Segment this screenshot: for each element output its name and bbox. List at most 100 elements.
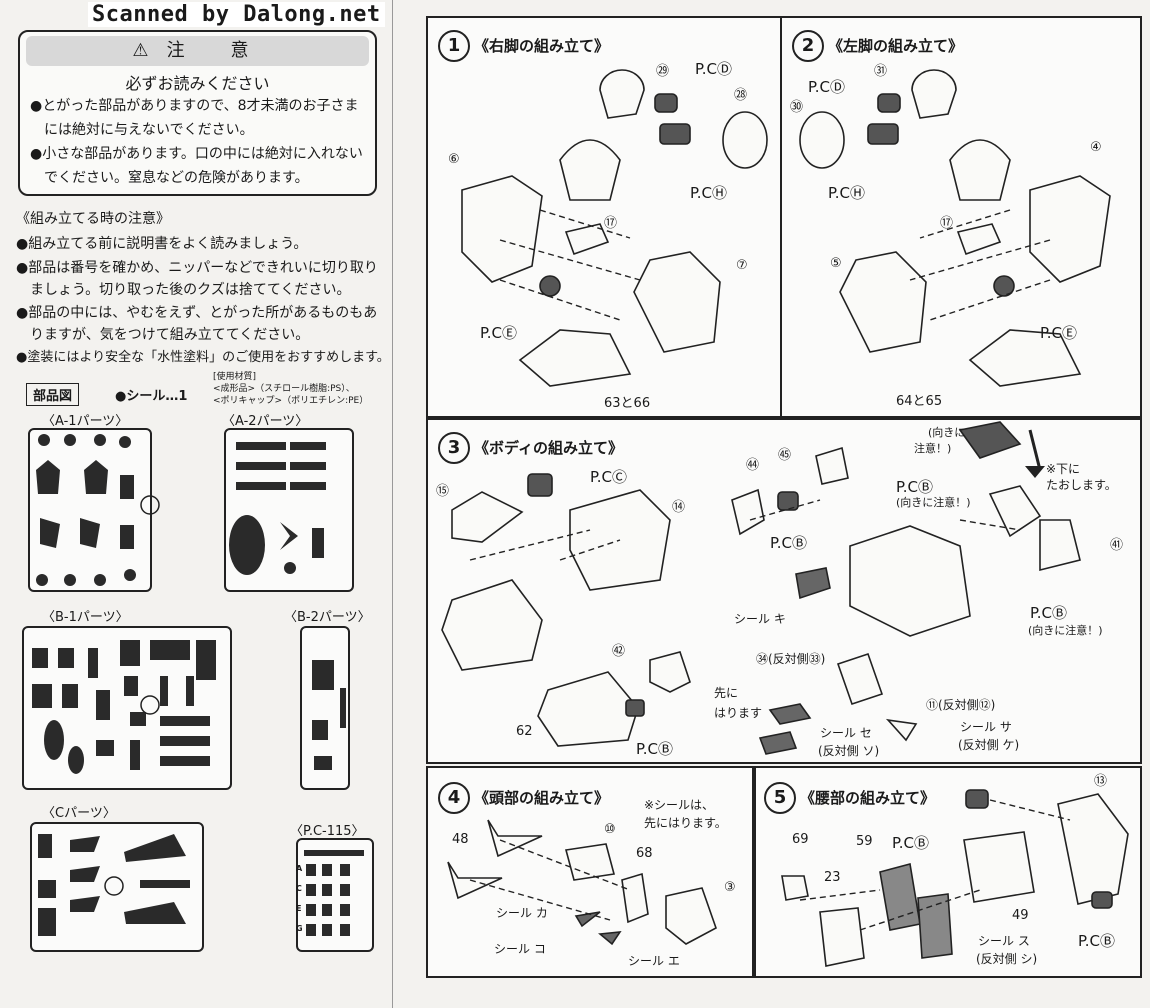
pc-d-label: P.CⒹ [695,60,732,78]
parts-diagram-label: 部品図 [26,383,80,406]
pc-letter: G [296,924,303,933]
step-title-text: 《腰部の組み立て》 [800,789,936,807]
page-fold [392,0,393,1008]
part-number: 69 [792,832,809,847]
seal-label: シール コ [494,942,546,956]
runner-a1-label: 〈A-1パーツ〉 [42,414,129,429]
part-number: ⑪(反対側⑫) [926,698,996,712]
notes-heading: 《組み立てる時の注意》 [16,211,170,227]
fold-note: ※下に [1046,462,1081,476]
part-number: ⑰ [604,216,618,231]
notes-line: ましょう。切り取った後のクズは捨ててください。 [16,282,351,298]
part-number: ⑮ [436,484,450,499]
part-number: ㊶ [1110,538,1124,553]
direction-note: (向きに注意！) [1028,624,1103,637]
step-number: 5 [764,782,796,814]
part-number: ㊹ [746,458,760,473]
part-number: ⑰ [940,216,954,231]
runner-a2-label: 〈A-2パーツ〉 [222,414,309,429]
step-title-text: 《左脚の組み立て》 [828,37,964,55]
seal-label: (反対側 ソ) [818,744,880,758]
part-number: ③ [724,880,736,895]
part-number: 23 [824,870,841,885]
part-number: ㊺ [778,448,792,463]
direction-note: 注意！) [914,442,952,455]
pc-h-label: P.CⒽ [828,184,865,202]
part-number: 62 [516,724,533,739]
part-number: ㊷ [612,644,626,659]
pc-b-label: P.CⒷ [896,478,933,496]
part-number: ㉚ [790,100,804,115]
seal-note: はります [714,706,763,720]
warning-subtitle: 必ずお読みください [125,74,270,93]
notes-line: ●塗装にはより安全な「水性塗料」のご使用をおすすめします。 [16,350,390,365]
pc-e-label: P.CⒺ [1040,324,1077,342]
runner-b2-label: 〈B-2パーツ〉 [284,610,371,625]
part-number: 59 [856,834,873,849]
pc-letter: C [296,884,302,893]
part-number: ㉛ [874,64,888,79]
part-number: 64と65 [896,394,943,409]
notes-line: ●部品は番号を確かめ、ニッパーなどできれいに切り取り [16,260,378,276]
seal-label: シール サ [960,720,1012,734]
pc-b-label: P.CⒷ [1030,604,1067,622]
step-1-title: 1《右脚の組み立て》 [438,30,609,62]
warning-header: ⚠ 注 意 [26,36,369,66]
seal-label: (反対側 シ) [976,952,1038,966]
pc-e-label: P.CⒺ [480,324,517,342]
step-number: 1 [438,30,470,62]
fold-note: たおします。 [1046,478,1117,492]
seal-label: (反対側 ケ) [958,738,1020,752]
warning-title: 注 意 [166,40,263,61]
seal-label: シール カ [496,906,548,920]
part-number: ㉙ [656,64,670,79]
direction-note: (向きに注意！) [896,496,971,509]
step-number: 3 [438,432,470,464]
runner-b1-label: 〈B-1パーツ〉 [42,610,129,625]
step-number: 2 [792,30,824,62]
notes-line: ●組み立てる前に説明書をよく読みましょう。 [16,236,308,252]
pc-b-label: P.CⒷ [892,834,929,852]
step-4-title: 4《頭部の組み立て》 [438,782,609,814]
seal-label: シール セ [820,726,872,740]
step-title-text: 《ボディの組み立て》 [474,439,623,457]
warning-triangle-icon: ⚠ [132,40,149,61]
warning-line: ●とがった部品がありますので、8才未満のお子さま [30,98,359,114]
runner-a1 [28,428,152,592]
pc-letter: E [296,904,302,913]
part-number: 68 [636,846,653,861]
part-number: 49 [1012,908,1029,923]
direction-note: (向きに [928,426,966,439]
pc-c-label: P.CⒸ [590,468,627,486]
part-number: ⑬ [1094,774,1108,789]
step-3-title: 3《ボディの組み立て》 [438,432,623,464]
pc-h-label: P.CⒽ [690,184,727,202]
seal-label: シール キ [734,612,786,626]
part-number: ㉘ [734,88,748,103]
part-number: ⑦ [736,258,748,273]
warning-line: ●小さな部品があります。口の中には絶対に入れない [30,146,363,162]
part-number: ④ [1090,140,1102,155]
scan-banner: Scanned by Dalong.net [88,2,385,27]
materials-line: [使用材質] [213,372,257,382]
warning-line: でください。窒息などの危険があります。 [30,170,309,186]
part-number: ⑭ [672,500,686,515]
step-title-text: 《右脚の組み立て》 [474,37,610,55]
pc-b-label: P.CⒷ [636,740,673,758]
seal-note: 先にはります。 [644,816,727,830]
materials-line: <成形品>（スチロール樹脂:PS）、 [213,384,355,394]
step-2-title: 2《左脚の組み立て》 [792,30,963,62]
step-title-text: 《頭部の組み立て》 [474,789,610,807]
step-5-title: 5《腰部の組み立て》 [764,782,935,814]
warning-line: には絶対に与えないでください。 [30,122,254,138]
materials-line: <ポリキャップ>（ポリエチレン:PE） [213,396,369,406]
seal-note: 先に [714,686,739,700]
part-number: ⑤ [830,256,842,271]
notes-line: ●部品の中には、やむをえず、とがった所があるものもあ [16,305,378,321]
part-number: 48 [452,832,469,847]
warning-box: ⚠注 意 必ずお読みください ●とがった部品がありますので、8才未満のお子さま … [18,30,377,196]
seal-count: ●シール…1 [115,389,188,404]
part-number: ㉞(反対側㉝) [756,652,826,666]
